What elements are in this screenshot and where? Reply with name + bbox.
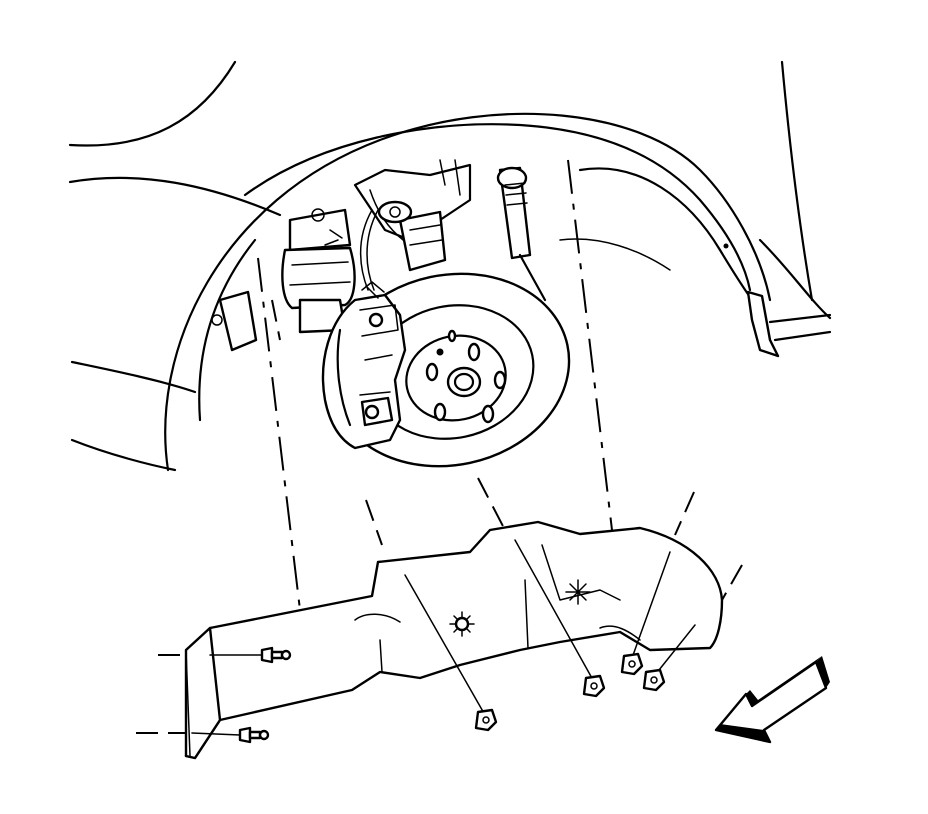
front-arrow-icon [714,656,830,744]
tie-rod [496,166,547,302]
push-pin-retainer-2 [191,726,270,744]
starburst-marker-1 [449,611,475,637]
fastener-nut-4 [642,668,666,692]
alignment-lines [136,159,743,734]
fastener-nut-1 [474,708,498,732]
wheel-studs [425,329,507,424]
brake-caliper [321,281,407,450]
fastener-nut-3 [620,652,644,676]
wheel-well-arch [164,112,772,472]
frame-mount-block [211,290,258,352]
control-arm [353,159,472,272]
strut-assembly [281,208,356,334]
push-pin-retainer-1 [209,646,292,664]
fastener-leaders [404,539,696,716]
brake-hose [359,209,379,291]
splash-shield [184,520,724,760]
vehicle-body-outline [68,60,832,472]
fastener-nut-2 [582,674,606,698]
starburst-marker-2 [565,579,591,605]
fender-bracket [723,243,780,358]
